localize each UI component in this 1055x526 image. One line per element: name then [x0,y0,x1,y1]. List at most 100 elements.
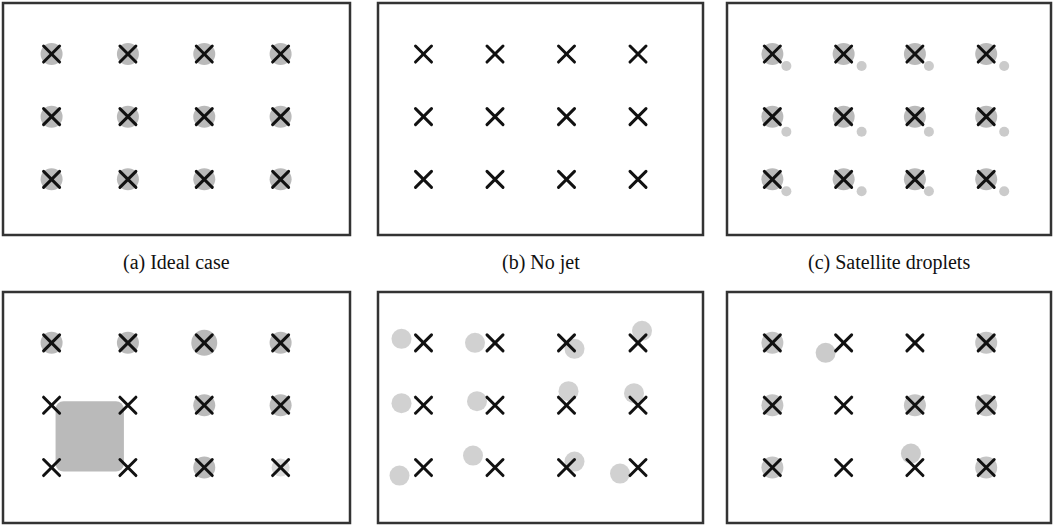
target-mark [978,109,994,125]
target-mark [764,460,780,476]
ink-droplet [781,127,791,137]
ink-droplet [904,106,926,128]
target-mark [196,397,212,413]
ink-droplet [467,391,487,411]
target-mark [120,109,136,125]
ink-droplet [761,457,783,479]
target-mark [907,397,923,413]
target-mark [907,335,923,351]
target-mark [907,335,923,351]
ink-droplet [975,106,997,128]
target-mark [273,171,289,187]
ink-droplet [816,343,836,363]
target-mark [907,171,923,187]
target-mark [416,109,432,125]
target-mark [836,460,852,476]
target-mark [978,460,994,476]
target-mark [559,46,575,62]
target-mark [764,460,780,476]
ink-droplet [41,168,63,190]
ink-droplet [272,459,290,477]
target-mark [630,109,646,125]
target-mark [273,460,289,476]
target-mark [120,171,136,187]
target-mark [273,109,289,125]
target-mark [559,397,575,413]
ink-droplet [463,446,483,466]
panel-caption: (a) Ideal case [123,251,230,274]
target-mark [630,46,646,62]
target-mark [907,46,923,62]
target-mark [44,109,60,125]
target-mark [196,171,212,187]
ink-droplet [270,332,292,354]
target-mark [836,46,852,62]
target-mark [487,109,503,125]
target-mark [120,460,136,476]
ink-droplet [392,393,412,413]
target-mark [978,397,994,413]
target-mark [44,46,60,62]
ink-droplet [270,168,292,190]
target-mark [630,397,646,413]
target-mark [836,171,852,187]
panel-frame [727,3,1051,235]
target-mark [120,46,136,62]
target-mark [44,109,60,125]
target-mark [907,171,923,187]
ink-droplet [270,43,292,65]
ink-droplet [41,106,63,128]
target-mark [836,460,852,476]
panel-frame [727,292,1051,523]
target-mark [44,335,60,351]
target-mark [764,335,780,351]
target-mark [416,46,432,62]
ink-droplet [975,332,997,354]
target-mark [559,109,575,125]
target-mark [416,335,432,351]
target-mark [120,397,136,413]
target-mark [487,46,503,62]
target-mark [44,46,60,62]
ink-droplet [904,394,926,416]
ink-droplet [999,186,1009,196]
target-mark [764,171,780,187]
target-mark [630,109,646,125]
ink-droplet [781,61,791,71]
target-mark [416,397,432,413]
target-mark [273,335,289,351]
panel-frame [3,3,350,235]
target-mark [907,109,923,125]
target-mark [487,397,503,413]
target-mark [120,171,136,187]
target-mark [978,46,994,62]
target-mark [487,460,503,476]
target-mark [630,335,646,351]
ink-droplet [999,61,1009,71]
target-mark [978,171,994,187]
ink-droplet [975,394,997,416]
target-mark [907,109,923,125]
target-mark [196,109,212,125]
target-mark [836,46,852,62]
target-mark [273,46,289,62]
target-mark [764,109,780,125]
ink-droplet [904,43,926,65]
ink-droplet [833,168,855,190]
target-mark [836,109,852,125]
target-mark [44,171,60,187]
target-mark [44,460,60,476]
target-mark [836,109,852,125]
target-mark [907,460,923,476]
ink-droplet [41,43,63,65]
ink-droplet [924,127,934,137]
target-mark [196,335,212,351]
merged-ink-pool [56,401,124,471]
target-mark [630,460,646,476]
ink-droplet [610,464,630,484]
target-mark [559,109,575,125]
target-mark [764,335,780,351]
target-mark [978,171,994,187]
ink-droplet [833,106,855,128]
target-mark [416,335,432,351]
